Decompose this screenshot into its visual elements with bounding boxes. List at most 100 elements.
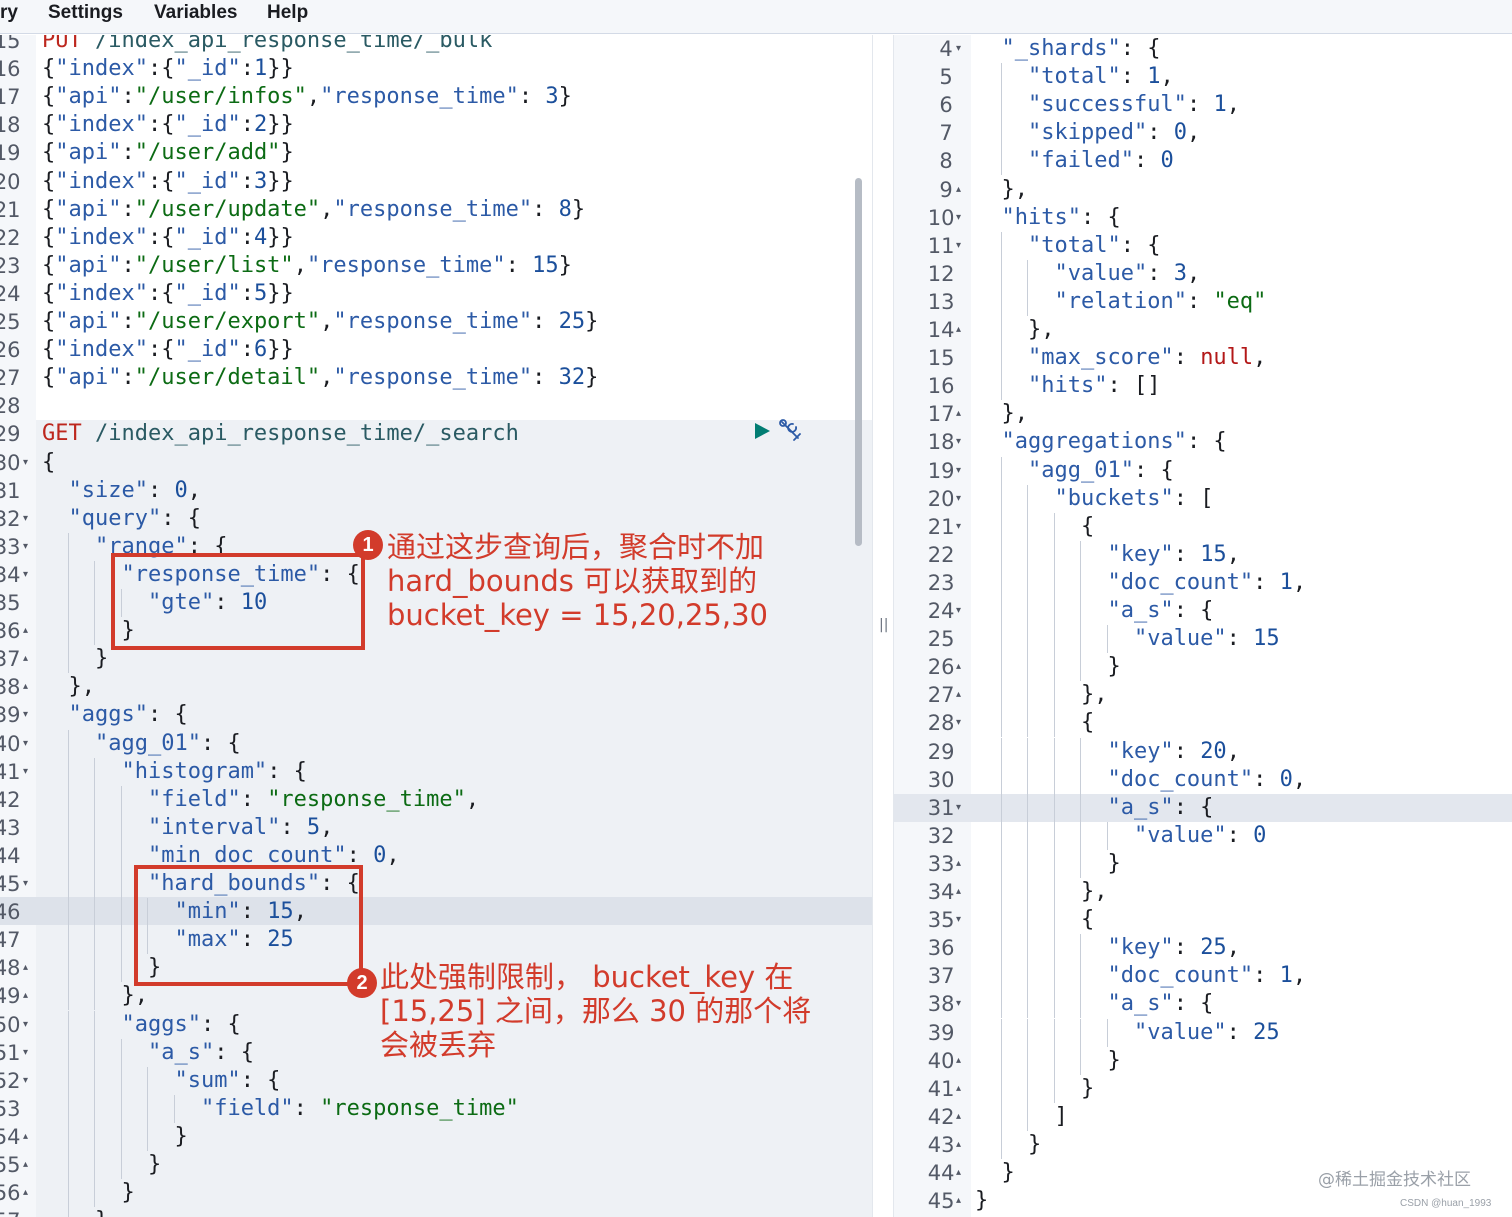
code-line[interactable]: "interval": 5, bbox=[42, 814, 333, 842]
code-line[interactable]: "field": "response_time", bbox=[42, 786, 479, 814]
code-line[interactable]: } bbox=[975, 1187, 988, 1215]
code-line[interactable]: } bbox=[42, 1151, 161, 1179]
code-line[interactable]: PUT /index_api_response_time/_bulk bbox=[42, 35, 492, 55]
fold-toggle-icon[interactable]: ▾ bbox=[956, 239, 962, 251]
code-line[interactable]: "min": 15, bbox=[42, 898, 306, 926]
code-line[interactable]: {"api":"/user/infos","response_time": 3} bbox=[42, 83, 572, 111]
request-scrollbar[interactable] bbox=[855, 178, 862, 546]
code-line[interactable]: "field": "response_time" bbox=[42, 1095, 519, 1123]
fold-toggle-icon[interactable]: ▾ bbox=[956, 520, 962, 532]
fold-toggle-icon[interactable]: ▾ bbox=[23, 568, 29, 580]
code-line[interactable]: } bbox=[975, 850, 1120, 878]
unfold-toggle-icon[interactable]: ▴ bbox=[956, 1082, 962, 1094]
code-line[interactable]: "response_time": { bbox=[42, 561, 359, 589]
code-line[interactable]: }, bbox=[42, 673, 96, 701]
unfold-toggle-icon[interactable]: ▴ bbox=[956, 1110, 962, 1122]
unfold-toggle-icon[interactable]: ▴ bbox=[956, 408, 962, 420]
resize-handle-icon[interactable]: || bbox=[879, 617, 889, 633]
code-line[interactable]: { bbox=[42, 449, 55, 477]
fold-toggle-icon[interactable]: ▾ bbox=[956, 211, 962, 223]
unfold-toggle-icon[interactable]: ▴ bbox=[23, 962, 29, 974]
fold-toggle-icon[interactable]: ▾ bbox=[956, 605, 962, 616]
unfold-toggle-icon[interactable]: ▴ bbox=[956, 1167, 962, 1178]
unfold-toggle-icon[interactable]: ▴ bbox=[956, 1138, 962, 1150]
unfold-toggle-icon[interactable]: ▴ bbox=[23, 990, 29, 1002]
code-line[interactable]: "key": 20, bbox=[975, 738, 1239, 766]
code-line[interactable]: } bbox=[975, 653, 1120, 681]
unfold-toggle-icon[interactable]: ▴ bbox=[956, 1195, 962, 1207]
code-line[interactable]: ] bbox=[975, 1103, 1067, 1131]
code-line[interactable]: "failed": 0 bbox=[975, 147, 1174, 175]
code-line[interactable]: "doc_count": 1, bbox=[975, 962, 1306, 990]
code-line[interactable]: "aggs": { bbox=[42, 701, 188, 729]
code-line[interactable]: { bbox=[975, 709, 1094, 737]
unfold-toggle-icon[interactable]: ▴ bbox=[23, 681, 29, 693]
code-line[interactable]: {"index":{"_id":3}} bbox=[42, 168, 294, 196]
fold-toggle-icon[interactable]: ▾ bbox=[956, 464, 962, 476]
fold-toggle-icon[interactable]: ▾ bbox=[956, 492, 962, 504]
code-line[interactable]: } bbox=[42, 1179, 134, 1207]
code-line[interactable]: "hard_bounds": { bbox=[42, 870, 360, 898]
code-line[interactable]: "successful": 1, bbox=[975, 91, 1240, 119]
code-line[interactable]: "sum": { bbox=[42, 1067, 280, 1095]
unfold-toggle-icon[interactable]: ▴ bbox=[23, 625, 29, 637]
code-line[interactable]: }, bbox=[975, 400, 1029, 428]
unfold-toggle-icon[interactable]: ▴ bbox=[23, 653, 29, 665]
code-line[interactable]: "query": { bbox=[42, 505, 201, 533]
code-line[interactable]: "gte": 10 bbox=[42, 589, 267, 617]
code-line[interactable]: "a_s": { bbox=[975, 597, 1213, 625]
fold-toggle-icon[interactable]: ▾ bbox=[23, 456, 29, 468]
code-line[interactable]: "_shards": { bbox=[975, 35, 1161, 63]
code-line[interactable]: }, bbox=[42, 982, 148, 1010]
code-line[interactable]: "max": 25 bbox=[42, 926, 293, 954]
code-line[interactable]: "total": 1, bbox=[975, 63, 1174, 91]
menu-item-history[interactable]: ry bbox=[0, 2, 18, 23]
code-line[interactable]: "key": 25, bbox=[975, 934, 1239, 962]
code-line[interactable]: "relation": "eq" bbox=[975, 288, 1266, 316]
code-line[interactable]: GET /index_api_response_time/_search bbox=[42, 420, 519, 448]
fold-toggle-icon[interactable]: ▾ bbox=[23, 765, 29, 777]
code-line[interactable]: {"index":{"_id":6}} bbox=[42, 336, 294, 364]
code-line[interactable]: } bbox=[975, 1159, 1015, 1187]
fold-toggle-icon[interactable]: ▾ bbox=[23, 878, 29, 889]
pane-divider[interactable]: || bbox=[872, 35, 894, 1217]
fold-toggle-icon[interactable]: ▾ bbox=[956, 998, 962, 1010]
unfold-toggle-icon[interactable]: ▴ bbox=[956, 857, 962, 869]
code-line[interactable]: "value": 0 bbox=[975, 822, 1266, 850]
code-line[interactable]: "value": 3, bbox=[975, 260, 1200, 288]
code-line[interactable]: "doc_count": 0, bbox=[975, 766, 1306, 794]
play-icon[interactable] bbox=[752, 421, 772, 441]
code-line[interactable]: {"api":"/user/export","response_time": 2… bbox=[42, 308, 598, 336]
code-line[interactable]: {"index":{"_id":4}} bbox=[42, 224, 294, 252]
code-line[interactable]: "aggs": { bbox=[42, 1011, 240, 1039]
code-line[interactable]: { bbox=[975, 906, 1094, 934]
fold-toggle-icon[interactable]: ▾ bbox=[23, 540, 29, 552]
fold-toggle-icon[interactable]: ▾ bbox=[956, 801, 962, 813]
code-line[interactable]: "size": 0, bbox=[42, 477, 201, 505]
code-line[interactable]: {"api":"/user/detail","response_time": 3… bbox=[42, 364, 598, 392]
code-line[interactable]: } bbox=[42, 617, 134, 645]
unfold-toggle-icon[interactable]: ▴ bbox=[956, 689, 962, 701]
unfold-toggle-icon[interactable]: ▴ bbox=[956, 661, 962, 673]
code-line[interactable]: "value": 25 bbox=[975, 1019, 1280, 1047]
code-line[interactable]: } bbox=[42, 1207, 108, 1217]
code-line[interactable]: "buckets": [ bbox=[975, 485, 1213, 513]
code-line[interactable]: "hits": [] bbox=[975, 372, 1160, 400]
code-line[interactable]: } bbox=[975, 1131, 1041, 1159]
code-line[interactable]: {"api":"/user/list","response_time": 15} bbox=[42, 252, 572, 280]
fold-toggle-icon[interactable]: ▾ bbox=[23, 709, 29, 721]
code-line[interactable]: "key": 15, bbox=[975, 541, 1239, 569]
code-line[interactable]: }, bbox=[975, 878, 1108, 906]
unfold-toggle-icon[interactable]: ▴ bbox=[956, 1054, 962, 1066]
menu-item-settings[interactable]: Settings bbox=[48, 2, 123, 23]
code-line[interactable]: "histogram": { bbox=[42, 758, 306, 786]
code-line[interactable]: {"api":"/user/update","response_time": 8… bbox=[42, 196, 585, 224]
code-line[interactable]: "agg_01": { bbox=[42, 730, 241, 758]
unfold-toggle-icon[interactable]: ▴ bbox=[956, 183, 962, 195]
code-line[interactable]: "hits": { bbox=[975, 204, 1121, 232]
fold-toggle-icon[interactable]: ▾ bbox=[956, 914, 962, 926]
fold-toggle-icon[interactable]: ▾ bbox=[23, 512, 29, 524]
code-line[interactable]: {"api":"/user/add"} bbox=[42, 139, 294, 167]
code-line[interactable]: }, bbox=[975, 176, 1029, 204]
code-line[interactable]: {"index":{"_id":5}} bbox=[42, 280, 294, 308]
